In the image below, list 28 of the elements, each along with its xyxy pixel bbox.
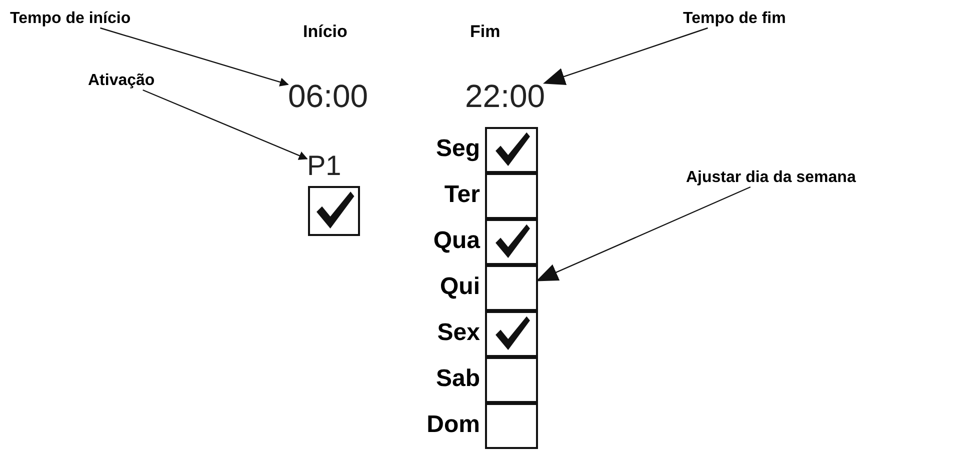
checked-checkbox [485, 311, 538, 357]
program-label: P1 [307, 150, 342, 182]
checkbox [485, 403, 538, 449]
checkbox-column [485, 127, 538, 452]
column-heading: Início [303, 22, 348, 42]
weekday-label: Dom [426, 411, 480, 439]
time-value: 22:00 [465, 78, 546, 115]
weekday-label: Seg [436, 135, 480, 163]
weekday-label: Ter [444, 181, 480, 209]
time-value: 06:00 [288, 78, 368, 115]
leader-arrow [100, 27, 289, 86]
checkbox [485, 265, 538, 311]
checked-checkbox [485, 127, 538, 173]
weekday-label: Qua [433, 227, 480, 255]
checkbox [485, 173, 538, 219]
weekday-label: Qui [440, 273, 480, 301]
checkbox [485, 357, 538, 403]
leader-arrow [543, 27, 708, 85]
callout-text: Ajustar dia da semana [686, 169, 856, 187]
column-heading: Fim [470, 22, 500, 42]
checked-checkbox [308, 186, 360, 236]
callout-text: Tempo de fim [683, 10, 786, 28]
weekday-label: Sex [437, 319, 480, 347]
callout-text: Tempo de início [10, 10, 131, 28]
callout-text: Ativação [88, 72, 155, 90]
leader-arrow [142, 89, 308, 160]
weekday-label: Sab [436, 365, 480, 393]
checked-checkbox [485, 219, 538, 265]
